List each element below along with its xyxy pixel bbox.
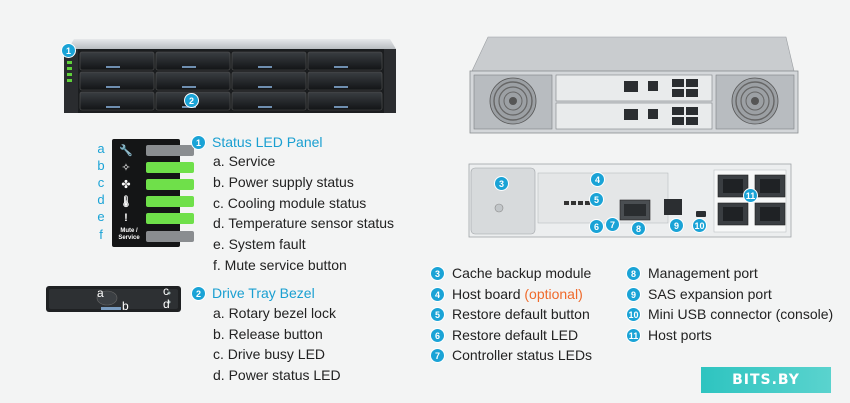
legend-badge-4: 4 — [430, 287, 445, 302]
drive-tray-image: a b c d — [45, 283, 182, 315]
led-row-fault: ! — [112, 212, 194, 227]
led-row-cooling: ✤ — [112, 179, 194, 193]
status-led-panel: a b c d e f 🔧 ✧ ✤ 🌡 ! Mute / Service — [94, 139, 194, 249]
legend-badge-11: 11 — [626, 328, 641, 343]
power-led — [146, 162, 194, 173]
mute-label-line2: Service — [118, 235, 140, 241]
mute-label-line1: Mute / — [120, 228, 138, 234]
fan-icon: ✤ — [121, 179, 131, 191]
exclamation-icon: ! — [124, 212, 128, 224]
rear-chassis-image — [468, 35, 800, 135]
status-led-item-d: d. Temperature sensor status — [213, 215, 395, 231]
drive-tray-drawing — [46, 286, 181, 312]
watermark-logo: BITS.BY — [701, 367, 831, 393]
legend-host-board-optional: (optional) — [524, 286, 583, 302]
legend-host-board-row: Host board (optional) — [452, 286, 583, 302]
fault-led — [146, 213, 194, 224]
legend-badge-8: 8 — [626, 266, 641, 281]
led-letter-b: b — [97, 158, 105, 173]
callout-badge-7: 7 — [605, 217, 620, 232]
rear-chassis-drawing — [469, 36, 799, 134]
callout-badge-2-front: 2 — [184, 93, 199, 108]
bezel-item-c: c. Drive busy LED — [213, 346, 326, 362]
callout-badge-9: 9 — [669, 218, 684, 233]
callout-badge-4: 4 — [590, 172, 605, 187]
callout-badge-3: 3 — [494, 176, 509, 191]
thermometer-icon: 🌡 — [119, 196, 133, 208]
status-led-panel-title: Status LED Panel — [212, 134, 323, 150]
led-letter-c: c — [97, 175, 105, 190]
legend-badge-9: 9 — [626, 287, 641, 302]
status-led-item-a: a. Service — [213, 153, 276, 169]
controller-closeup-drawing — [468, 163, 792, 238]
bezel-item-d: d. Power status LED — [213, 367, 341, 383]
legend-host-ports: Host ports — [648, 327, 712, 343]
wrench-icon: 🔧 — [119, 145, 133, 157]
drive-tray-bezel-title: Drive Tray Bezel — [212, 285, 315, 301]
callout-badge-5: 5 — [589, 192, 604, 207]
led-row-temperature: 🌡 — [112, 196, 194, 210]
status-led-item-f: f. Mute service button — [213, 257, 347, 273]
bezel-item-b: b. Release button — [213, 326, 323, 342]
legend-host-board: Host board — [452, 286, 521, 302]
led-panel-body: 🔧 ✧ ✤ 🌡 ! Mute / Service — [112, 139, 194, 247]
status-led-item-e: e. System fault — [213, 236, 306, 252]
callout-badge-10: 10 — [692, 218, 707, 233]
callout-badge-8: 8 — [631, 221, 646, 236]
legend-management-port: Management port — [648, 265, 758, 281]
legend-badge-3: 3 — [430, 266, 445, 281]
power-icon: ✧ — [121, 162, 131, 174]
bezel-letter-b: b — [122, 299, 129, 313]
mute-service-label: Mute / Service — [114, 228, 144, 242]
led-letter-e: e — [97, 209, 105, 224]
led-letter-f: f — [99, 227, 103, 242]
legend-badge-7: 7 — [430, 348, 445, 363]
status-led-item-b: b. Power supply status — [213, 174, 354, 190]
legend-badge-6: 6 — [430, 328, 445, 343]
legend-restore-button: Restore default button — [452, 306, 590, 322]
legend-cache-backup: Cache backup module — [452, 265, 592, 281]
temperature-led — [146, 196, 194, 207]
legend-mini-usb: Mini USB connector (console) — [648, 306, 834, 322]
legend-badge-10: 10 — [626, 307, 641, 322]
led-letter-a: a — [97, 141, 105, 156]
led-row-power: ✧ — [112, 162, 194, 176]
callout-badge-1: 1 — [61, 43, 76, 58]
led-row-service: 🔧 — [112, 145, 194, 159]
callout-badge-1-legend: 1 — [191, 135, 206, 150]
front-chassis-image — [60, 37, 398, 115]
controller-closeup-image — [468, 163, 792, 238]
front-chassis-drawing — [64, 39, 396, 113]
bezel-letter-a: a — [97, 286, 104, 300]
callout-badge-6: 6 — [589, 219, 604, 234]
status-led-item-c: c. Cooling module status — [213, 195, 367, 211]
service-led — [146, 145, 194, 156]
legend-sas-port: SAS expansion port — [648, 286, 772, 302]
legend-badge-5: 5 — [430, 307, 445, 322]
callout-badge-2-legend: 2 — [191, 286, 206, 301]
legend-controller-leds: Controller status LEDs — [452, 347, 593, 363]
cooling-led — [146, 179, 194, 190]
led-letter-d: d — [97, 192, 105, 207]
mute-service-button — [146, 231, 194, 242]
legend-restore-led: Restore default LED — [452, 327, 579, 343]
bezel-letter-c: c — [163, 284, 169, 298]
callout-badge-11: 11 — [743, 188, 758, 203]
bezel-letter-d: d — [163, 297, 170, 311]
bezel-item-a: a. Rotary bezel lock — [213, 305, 336, 321]
